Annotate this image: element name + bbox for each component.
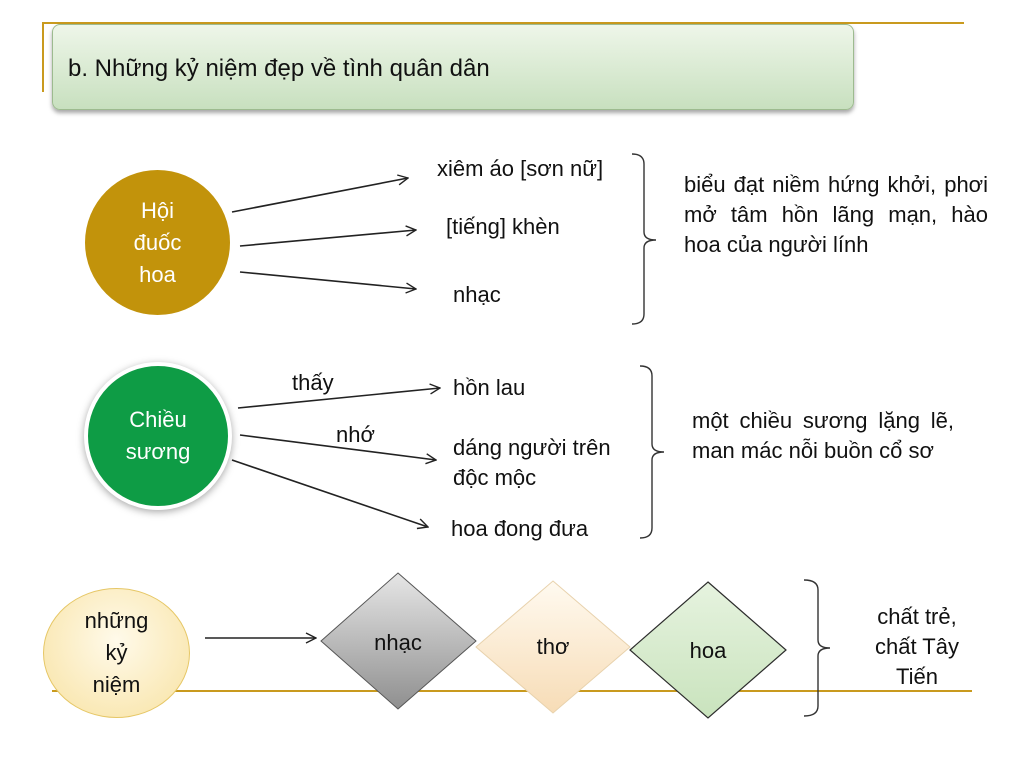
summary-section2: một chiều sương lặng lẽ, man mác nỗi buồ… — [692, 408, 954, 463]
bracket-section1 — [631, 153, 657, 325]
arrow-hoi-to-nhac — [239, 271, 416, 289]
arrow-chieu-to-hon-lau — [237, 388, 440, 409]
label-hoa-dong-dua: hoa đong đưa — [451, 516, 589, 541]
label-hon-lau: hồn lau — [453, 375, 526, 400]
bracket-section3 — [803, 579, 831, 717]
diamond-label-tho: thơ — [536, 634, 570, 659]
arrow-chieu-to-dang-nguoi — [239, 434, 436, 460]
arrow-hoi-to-xiem-ao — [231, 178, 408, 213]
diamond-tho — [475, 580, 631, 714]
label-dang-nguoi: dáng người trên độc mộc — [453, 435, 611, 490]
label-nho: nhớ — [336, 422, 375, 447]
arrow-hoi-to-khen — [239, 230, 416, 247]
label-xiem-ao: xiêm áo [sơn nữ] — [437, 156, 604, 181]
label-khen: [tiếng] khèn — [446, 214, 560, 239]
diamond-label-nhac: nhạc — [374, 630, 422, 655]
diamond-label-hoa: hoa — [689, 638, 727, 663]
summary-section3: chất trẻ, chất Tây Tiến — [875, 604, 959, 689]
circle-hoi-duoc-hoa: Hội đuốc hoa — [85, 170, 230, 315]
page-title: b. Những kỷ niệm đẹp về tình quân dân — [68, 55, 490, 82]
bracket-section2 — [639, 365, 665, 539]
top-rule — [42, 22, 964, 24]
title-banner: b. Những kỷ niệm đẹp về tình quân dân — [52, 24, 854, 110]
label-nhac: nhạc — [453, 282, 501, 307]
circle-nhung-ky-niem: những kỷ niệm — [43, 588, 190, 718]
arrow-chieu-to-hoa-dong-dua — [231, 459, 428, 527]
left-rule — [42, 22, 44, 92]
diamond-hoa — [629, 581, 787, 719]
diamond-nhac — [320, 572, 477, 710]
label-thay: thấy — [292, 370, 334, 395]
circle-chieu-suong: Chiều sương — [84, 362, 232, 510]
bottom-rule — [52, 690, 972, 692]
summary-section1: biểu đạt niềm hứng khởi, phơi mở tâm hồn… — [684, 172, 988, 257]
